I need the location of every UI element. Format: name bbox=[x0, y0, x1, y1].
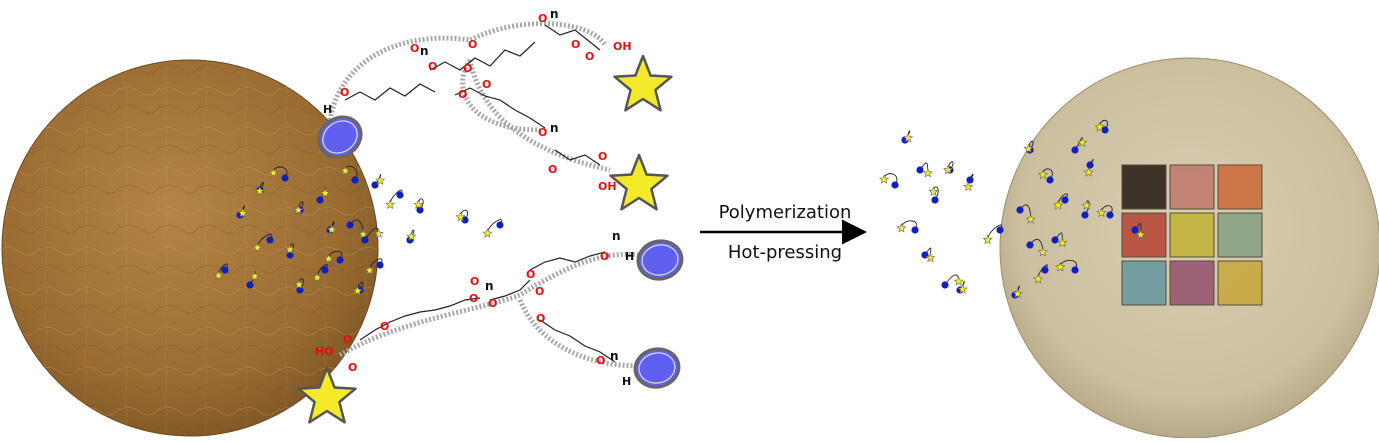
atom-label: HO bbox=[315, 345, 334, 358]
dye-molecule bbox=[456, 210, 468, 223]
atom-label: O bbox=[482, 78, 491, 91]
polymer-end-bead bbox=[632, 345, 682, 390]
atom-label: O bbox=[469, 292, 478, 305]
atom-label: O bbox=[340, 86, 349, 99]
atom-label: H bbox=[625, 250, 634, 263]
color-swatch bbox=[1170, 165, 1214, 209]
atom-label: n bbox=[420, 44, 429, 58]
polymer-backbones bbox=[330, 24, 650, 366]
atom-label: OH bbox=[598, 180, 617, 193]
atom-label: O bbox=[596, 354, 605, 367]
dye-molecule bbox=[880, 174, 899, 189]
atom-label: O bbox=[600, 250, 609, 263]
dye-molecule bbox=[916, 163, 932, 177]
dye-molecule bbox=[897, 221, 919, 234]
dye-star bbox=[615, 56, 672, 110]
process-arrow: Polymerization Hot-pressing bbox=[700, 202, 862, 263]
atom-label: O bbox=[535, 285, 544, 298]
atom-label: n bbox=[550, 7, 559, 21]
color-swatch bbox=[1122, 165, 1166, 209]
dye-molecule bbox=[929, 187, 938, 204]
atom-label: H bbox=[622, 375, 631, 388]
dye-molecule bbox=[386, 190, 404, 208]
dye-molecule bbox=[414, 199, 424, 214]
atom-label: O bbox=[538, 12, 547, 25]
arrow-bottom-label: Hot-pressing bbox=[728, 242, 842, 263]
atom-label: O bbox=[571, 38, 580, 51]
arrow-top-label: Polymerization bbox=[719, 202, 852, 223]
polymer-end-bead bbox=[635, 237, 685, 282]
color-swatch bbox=[1122, 261, 1166, 305]
dye-molecule bbox=[944, 162, 954, 174]
atom-label: O bbox=[410, 42, 419, 55]
color-swatch bbox=[1218, 213, 1262, 257]
atom-label: n bbox=[550, 121, 559, 135]
dye-molecule bbox=[483, 220, 504, 238]
color-swatch bbox=[1122, 213, 1166, 257]
atom-label: O bbox=[343, 333, 352, 346]
atom-label: O bbox=[488, 297, 497, 310]
dye-molecule bbox=[964, 174, 974, 190]
atom-label: O bbox=[348, 361, 357, 374]
atom-label: n bbox=[485, 279, 494, 293]
atom-label: O bbox=[380, 320, 389, 333]
atom-label: O bbox=[536, 312, 545, 325]
dye-molecule bbox=[406, 230, 415, 244]
atom-label: O bbox=[470, 275, 479, 288]
atom-label: O bbox=[538, 126, 547, 139]
atom-label: O bbox=[585, 50, 594, 63]
atom-label: O bbox=[468, 38, 477, 51]
atom-label: H bbox=[323, 103, 332, 116]
backbone-top-inner bbox=[463, 60, 610, 170]
dye-molecule bbox=[371, 174, 384, 188]
color-swatch bbox=[1170, 213, 1214, 257]
dye-molecule bbox=[901, 131, 912, 144]
atom-label: O bbox=[463, 62, 472, 75]
atom-label: O bbox=[526, 268, 535, 281]
atom-label: O bbox=[598, 150, 607, 163]
atom-label: n bbox=[610, 349, 619, 363]
atom-label: OH bbox=[613, 40, 632, 53]
color-swatch bbox=[1218, 165, 1262, 209]
atom-label: O bbox=[458, 88, 467, 101]
atom-label: O bbox=[548, 163, 557, 176]
color-swatch bbox=[1170, 261, 1214, 305]
color-swatch bbox=[1218, 261, 1262, 305]
dye-molecule bbox=[921, 248, 934, 262]
dye-star bbox=[611, 155, 668, 209]
atom-label: O bbox=[428, 60, 437, 73]
skeletal-bonds bbox=[345, 25, 615, 362]
atom-label: n bbox=[612, 229, 621, 243]
